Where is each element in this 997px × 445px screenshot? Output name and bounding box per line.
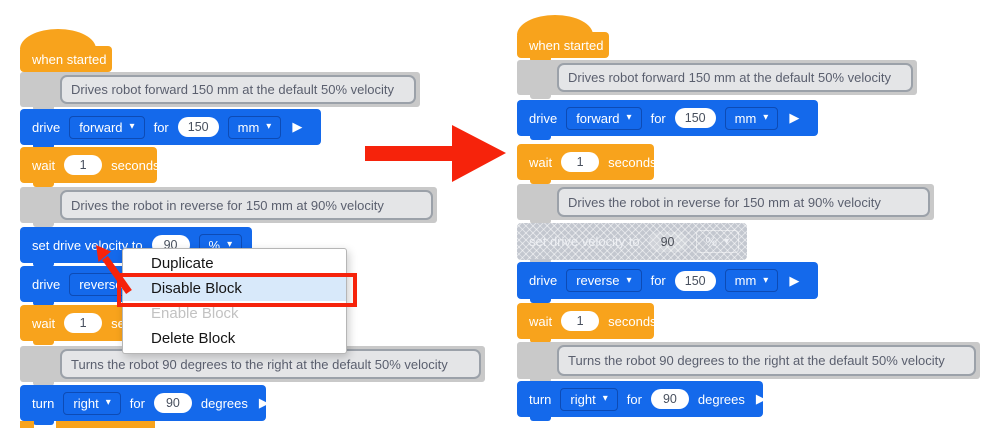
dropdown-value: %: [208, 237, 221, 253]
distance-input[interactable]: 150: [177, 117, 219, 137]
set-drive-velocity-block-disabled[interactable]: set drive velocity to 90 % ▾: [517, 223, 747, 264]
block-label: for: [129, 395, 145, 411]
block-label: drive: [529, 273, 558, 288]
chevron-down-icon: ▾: [105, 397, 111, 408]
direction-dropdown[interactable]: right ▾: [63, 391, 121, 415]
block-label: for: [153, 119, 169, 135]
dropdown-value: %: [705, 234, 718, 249]
block-label: degrees: [200, 395, 248, 411]
turn-block[interactable]: turn right ▾ for 90 degrees ▶: [20, 385, 269, 425]
menu-item-duplicate[interactable]: Duplicate: [151, 255, 214, 272]
comment-text: Drives robot forward 150 mm at the defau…: [60, 75, 416, 104]
degrees-input[interactable]: 90: [153, 393, 192, 413]
comment-block[interactable]: Drives robot forward 150 mm at the defau…: [20, 72, 420, 111]
distance-input[interactable]: 150: [674, 270, 716, 291]
hat-label: when started: [529, 37, 604, 53]
transition-arrow-icon: [365, 125, 506, 182]
block-label: drive: [32, 119, 61, 135]
chevron-down-icon: ▾: [626, 274, 632, 286]
play-icon[interactable]: ▶: [292, 119, 303, 134]
wait-block[interactable]: wait 1 seconds: [517, 144, 657, 184]
chevron-down-icon: ▾: [129, 121, 135, 132]
comment-text: Drives the robot in reverse for 150 mm a…: [557, 187, 930, 217]
chevron-down-icon: ▾: [724, 235, 730, 247]
hat-label: when started: [32, 51, 107, 67]
when-started-hat-block[interactable]: when started: [20, 29, 112, 76]
unit-dropdown[interactable]: mm ▾: [227, 115, 282, 139]
velocity-input[interactable]: 90: [648, 231, 687, 252]
wait-block[interactable]: wait 1 seconds: [20, 147, 160, 187]
comment-block[interactable]: Drives robot forward 150 mm at the defau…: [517, 60, 917, 99]
chevron-down-icon: ▾: [602, 393, 608, 404]
play-icon[interactable]: ▶: [755, 391, 766, 406]
dropdown-value: right: [73, 395, 99, 411]
chevron-down-icon: ▾: [626, 112, 632, 123]
direction-dropdown[interactable]: forward ▾: [69, 115, 145, 139]
direction-dropdown[interactable]: forward ▾: [566, 106, 642, 130]
seconds-input[interactable]: 1: [561, 152, 600, 172]
drive-block[interactable]: drive forward ▾ for 150 mm ▾ ▶: [517, 100, 818, 140]
seconds-input[interactable]: 1: [561, 311, 600, 331]
block-label: wait: [32, 157, 56, 173]
block-label: for: [650, 110, 666, 126]
comment-block[interactable]: Turns the robot 90 degrees to the right …: [517, 342, 980, 383]
partial-next-block: [56, 421, 155, 428]
block-label: wait: [529, 154, 553, 170]
unit-dropdown[interactable]: mm ▾: [724, 269, 779, 292]
menu-item-enable-block: Enable Block: [151, 305, 239, 322]
disable-block-highlight-box: [117, 273, 357, 307]
dropdown-value: forward: [79, 119, 123, 135]
block-label: wait: [529, 313, 553, 329]
block-label: set drive velocity to: [529, 234, 640, 249]
menu-item-delete-block[interactable]: Delete Block: [151, 330, 236, 347]
chevron-down-icon: ▾: [763, 274, 769, 286]
chevron-down-icon: ▾: [227, 239, 233, 250]
comment-block[interactable]: Drives the robot in reverse for 150 mm a…: [20, 187, 437, 227]
seconds-input[interactable]: 1: [64, 313, 103, 333]
degrees-input[interactable]: 90: [650, 389, 689, 409]
block-label: turn: [32, 395, 55, 411]
block-label: seconds: [608, 154, 657, 170]
turn-block[interactable]: turn right ▾ for 90 degrees ▶: [517, 381, 766, 421]
dropdown-value: mm: [734, 110, 757, 126]
partial-next-block: [20, 421, 34, 428]
drive-block[interactable]: drive reverse ▾ for 150 mm ▾ ▶: [517, 262, 818, 303]
play-icon[interactable]: ▶: [258, 395, 269, 410]
comment-text: Drives the robot in reverse for 150 mm a…: [60, 190, 433, 220]
unit-dropdown[interactable]: % ▾: [695, 230, 740, 253]
comment-text: Turns the robot 90 degrees to the right …: [557, 345, 976, 376]
chevron-down-icon: ▾: [763, 112, 769, 123]
block-label: drive: [32, 276, 61, 292]
dropdown-value: mm: [237, 119, 260, 135]
context-menu: Duplicate Disable Block Enable Block Del…: [122, 248, 347, 354]
block-label: turn: [529, 391, 552, 407]
block-label: for: [650, 273, 666, 288]
block-label: set drive velocity to: [32, 237, 143, 253]
block-label: seconds: [608, 313, 657, 329]
block-label: for: [626, 391, 642, 407]
block-label: degrees: [697, 391, 745, 407]
dropdown-value: mm: [734, 273, 757, 288]
block-label: seconds: [111, 157, 160, 173]
comment-text: Drives robot forward 150 mm at the defau…: [557, 63, 913, 92]
block-label: wait: [32, 315, 56, 331]
dropdown-value: right: [570, 391, 596, 407]
play-icon[interactable]: ▶: [789, 110, 800, 125]
dropdown-value: forward: [576, 110, 620, 126]
direction-dropdown[interactable]: reverse ▾: [566, 269, 642, 292]
drive-block[interactable]: drive forward ▾ for 150 mm ▾ ▶: [20, 109, 321, 149]
direction-dropdown[interactable]: right ▾: [560, 387, 618, 411]
unit-dropdown[interactable]: mm ▾: [724, 106, 779, 130]
dropdown-value: reverse: [576, 273, 620, 288]
distance-input[interactable]: 150: [674, 108, 716, 128]
comment-block[interactable]: Drives the robot in reverse for 150 mm a…: [517, 184, 934, 224]
when-started-hat-block[interactable]: when started: [517, 15, 609, 62]
seconds-input[interactable]: 1: [64, 155, 103, 175]
wait-block[interactable]: wait 1 seconds: [517, 303, 657, 343]
comment-text: Turns the robot 90 degrees to the right …: [60, 349, 481, 379]
play-icon[interactable]: ▶: [789, 272, 800, 288]
menu-item-disable-block[interactable]: Disable Block: [123, 276, 346, 301]
block-label: drive: [529, 110, 558, 126]
chevron-down-icon: ▾: [266, 121, 272, 132]
